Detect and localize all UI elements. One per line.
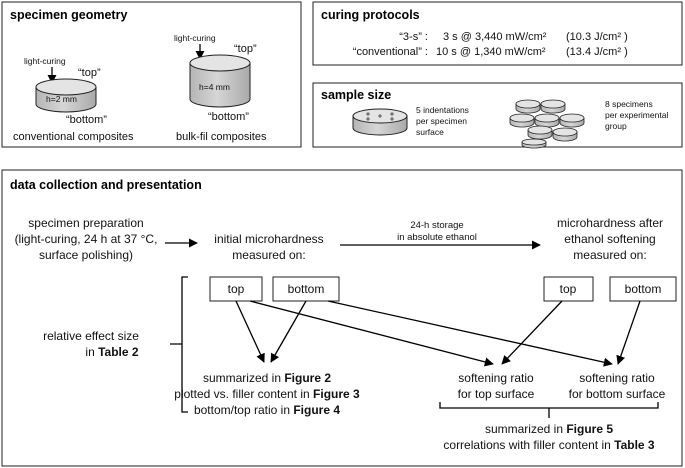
soft-bottom-line-1: softening ratio <box>579 371 655 385</box>
after-bottom-to-softening-arrow <box>616 300 641 365</box>
summary-line-1: summarized in Figure 2 <box>203 371 331 385</box>
summary-line-3: bottom/top ratio in Figure 4 <box>194 403 340 417</box>
small-disc <box>540 99 566 114</box>
small-disc <box>559 113 585 128</box>
initial-top-label: top <box>228 282 245 296</box>
conventional-specimen: light-curing “top” h=2 mm “bottom” conve… <box>13 56 134 143</box>
bulk-light-label: light-curing <box>174 33 216 43</box>
spec-text-1: 8 specimens <box>605 99 653 109</box>
collection-panel: data collection and presentation specime… <box>1 169 683 467</box>
prep-line-3: surface polishing) <box>39 248 133 262</box>
softening-bracket <box>439 402 659 418</box>
indent-text-2: per specimen <box>416 116 467 126</box>
indentation-mark <box>366 112 370 116</box>
curing-row-2-value: 10 s @ 1,340 mW/cm² <box>436 46 546 58</box>
curing-row-2-name: “conventional” : <box>353 46 428 58</box>
indent-text-3: surface <box>416 127 444 137</box>
initial-line-2: measured on: <box>232 248 305 262</box>
small-disc <box>509 113 535 128</box>
initial-top-box <box>209 276 263 302</box>
bulk-cylinder-side <box>189 62 251 108</box>
indent-text-1: 5 indentations <box>416 105 469 115</box>
specimen-group <box>509 99 585 149</box>
soft-top-line-2: for top surface <box>458 387 535 401</box>
indentation-mark <box>378 114 382 118</box>
storage-line-2: in absolute ethanol <box>397 232 477 243</box>
conv-cylinder-top <box>35 78 97 96</box>
conv-light-label: light-curing <box>24 56 66 66</box>
after-top-to-softening-arrow <box>501 300 563 365</box>
effect-size-bracket <box>170 276 188 413</box>
summary-line-2: plotted vs. filler content in Figure 3 <box>174 387 360 401</box>
initial-bottom-to-softening-arrow <box>327 300 613 367</box>
after-bottom-label: bottom <box>625 282 662 296</box>
small-disc <box>515 99 541 114</box>
bulk-height-label: h=4 mm <box>199 82 230 92</box>
bulk-specimen: light-curing “top” h=4 mm “bottom” bulk-… <box>174 33 267 143</box>
storage-line-1: 24-h storage <box>410 220 463 231</box>
prep-line-2: (light-curing, 24 h at 37 °C, <box>15 232 158 246</box>
curing-row-1-name: “3-s” : <box>399 31 428 43</box>
small-disc <box>534 113 560 128</box>
sample-panel: sample size 5 indentations per specimen … <box>312 82 683 149</box>
top-to-summary-arrow <box>235 300 265 363</box>
bulk-cylinder-top <box>189 54 251 72</box>
effect-line-2: in Table 2 <box>85 345 138 359</box>
indentation-mark <box>390 112 394 116</box>
geometry-panel: specimen geometry light-curing “top” h=2… <box>1 1 302 148</box>
small-disc <box>527 125 553 140</box>
prep-line-1: specimen preparation <box>28 216 143 230</box>
indentation-disc <box>352 108 408 136</box>
bottom-to-summary-arrow <box>270 300 307 363</box>
spec-text-2: per experimental <box>605 110 668 120</box>
final-line-1: summarized in Figure 5 <box>485 422 613 436</box>
after-line-2: ethanol softening <box>564 232 655 246</box>
indentation-mark <box>390 117 394 121</box>
geometry-header: specimen geometry <box>10 8 127 22</box>
small-disc <box>521 138 547 149</box>
indentation-mark <box>366 117 370 121</box>
curing-row-1-energy: (10.3 J/cm² ) <box>566 31 628 43</box>
after-top-label: top <box>560 282 577 296</box>
geometry-frame <box>1 1 302 148</box>
after-line-1: microhardness after <box>557 216 663 230</box>
curing-row-1-value: 3 s @ 3,440 mW/cm² <box>443 31 547 43</box>
curing-panel: curing protocols “3-s” : 3 s @ 3,440 mW/… <box>312 1 683 66</box>
initial-top-to-softening-arrow <box>249 300 494 367</box>
sample-header: sample size <box>321 88 391 102</box>
initial-bottom-box <box>272 276 340 302</box>
after-top-box <box>543 276 594 302</box>
after-bottom-box <box>609 276 677 302</box>
curing-header: curing protocols <box>321 8 420 22</box>
effect-line-1: relative effect size <box>43 329 139 343</box>
initial-bottom-label: bottom <box>288 282 325 296</box>
bulk-top-label: “top” <box>234 43 257 55</box>
after-line-3: measured on: <box>573 248 646 262</box>
soft-top-line-1: softening ratio <box>458 371 534 385</box>
conv-caption: conventional composites <box>13 131 134 143</box>
small-disc <box>552 127 578 142</box>
curing-row-2-energy: (13.4 J/cm² ) <box>566 46 628 58</box>
conv-top-label: “top” <box>78 67 101 79</box>
conv-bottom-label: “bottom” <box>66 114 107 126</box>
collection-frame <box>1 169 683 467</box>
final-line-2: correlations with filler content in Tabl… <box>443 438 655 452</box>
collection-header: data collection and presentation <box>10 178 202 192</box>
curing-frame <box>312 1 683 66</box>
conv-height-label: h=2 mm <box>46 94 77 104</box>
spec-text-3: group <box>605 121 627 131</box>
initial-line-1: initial microhardness <box>214 232 323 246</box>
bulk-bottom-label: “bottom” <box>208 111 249 123</box>
soft-bottom-line-2: for bottom surface <box>569 387 666 401</box>
bulk-caption: bulk-fil composites <box>176 131 267 143</box>
